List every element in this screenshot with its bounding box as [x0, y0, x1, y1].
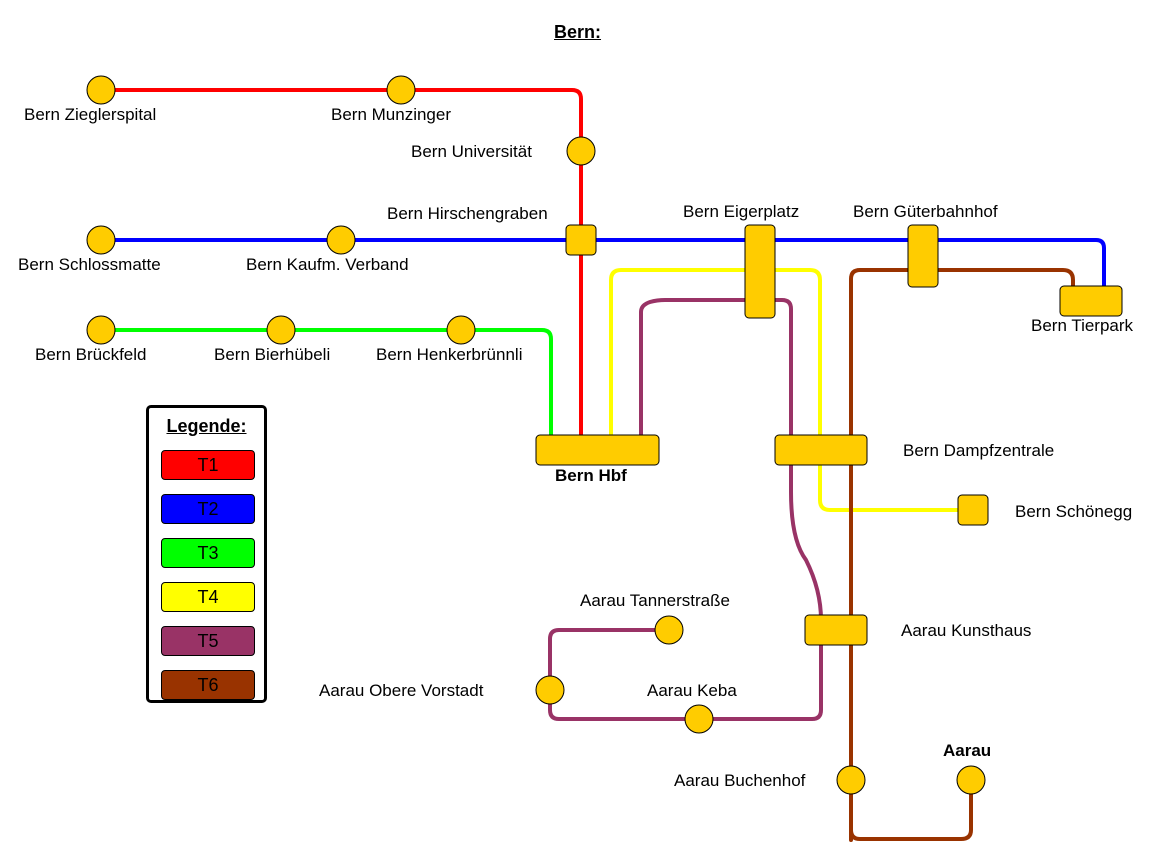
station-label: Aarau Buchenhof — [674, 771, 806, 790]
station-label: Bern Munzinger — [331, 105, 452, 124]
station-label: Bern Hbf — [555, 466, 627, 485]
line-t2 — [99, 238, 1106, 302]
station-marker-obere_vorstadt[interactable] — [535, 675, 565, 705]
line-t4 — [609, 268, 976, 512]
station-label: Bern Tierpark — [1031, 316, 1134, 335]
station-label: Bern Kaufm. Verband — [246, 255, 409, 274]
station-label: Aarau — [943, 741, 992, 760]
station-marker-keba[interactable] — [684, 704, 714, 734]
legend-item-t2: T2 — [161, 494, 255, 524]
station-marker-henkerbruennli[interactable] — [446, 315, 476, 345]
station-marker-zieglerspital[interactable] — [86, 75, 116, 105]
station-label: Aarau Obere Vorstadt — [319, 681, 484, 700]
station-marker-dampfzentrale[interactable] — [774, 434, 868, 466]
station-marker-bierhuebeli[interactable] — [266, 315, 296, 345]
station-marker-hbf[interactable] — [535, 434, 660, 466]
map-title: Bern: — [554, 22, 602, 42]
station-label: Bern Eigerplatz — [683, 202, 800, 221]
station-label: Bern Henkerbrünnli — [376, 345, 523, 364]
line-t3 — [99, 328, 553, 452]
station-marker-hirschengraben[interactable] — [565, 224, 597, 256]
station-label: Bern Bierhübeli — [214, 345, 331, 364]
station-marker-kunsthaus[interactable] — [804, 614, 868, 646]
station-label: Aarau Keba — [647, 681, 737, 700]
legend-item-t5: T5 — [161, 626, 255, 656]
station-marker-aarau[interactable] — [956, 765, 986, 795]
legend-item-t4: T4 — [161, 582, 255, 612]
station-label: Bern Universität — [411, 142, 532, 161]
station-marker-tannerstrasse[interactable] — [654, 615, 684, 645]
station-marker-schoenegg[interactable] — [957, 494, 989, 526]
line-t6 — [849, 268, 1075, 842]
station-label: Aarau Tannerstraße — [580, 591, 730, 610]
station-marker-buchenhof[interactable] — [836, 765, 866, 795]
station-label: Bern Schlossmatte — [18, 255, 161, 274]
legend-heading: Legende: — [166, 416, 247, 436]
station-label: Bern Hirschengraben — [387, 204, 548, 223]
legend: Legende: T1 T2 T3 T4 T5 T6 — [146, 405, 267, 703]
legend-item-t1: T1 — [161, 450, 255, 480]
station-label: Bern Güterbahnhof — [853, 202, 998, 221]
legend-item-t3: T3 — [161, 538, 255, 568]
station-marker-gueterbahnhof[interactable] — [907, 224, 939, 288]
station-marker-brueckfeld[interactable] — [86, 315, 116, 345]
station-label: Bern Dampfzentrale — [903, 441, 1055, 460]
station-marker-tierpark[interactable] — [1059, 285, 1123, 317]
line-t1 — [99, 88, 583, 452]
legend-item-t6: T6 — [161, 670, 255, 700]
station-marker-schlossmatte[interactable] — [86, 225, 116, 255]
station-label: Aarau Kunsthaus — [901, 621, 1032, 640]
station-label: Bern Schönegg — [1015, 502, 1133, 521]
station-marker-kaufm_verband[interactable] — [326, 225, 356, 255]
station-label: Bern Brückfeld — [35, 345, 147, 364]
station-marker-munzinger[interactable] — [386, 75, 416, 105]
station-label: Bern Zieglerspital — [24, 105, 157, 124]
line-t5 — [548, 298, 823, 721]
station-marker-eigerplatz[interactable] — [744, 224, 776, 319]
station-marker-universitaet[interactable] — [566, 136, 596, 166]
